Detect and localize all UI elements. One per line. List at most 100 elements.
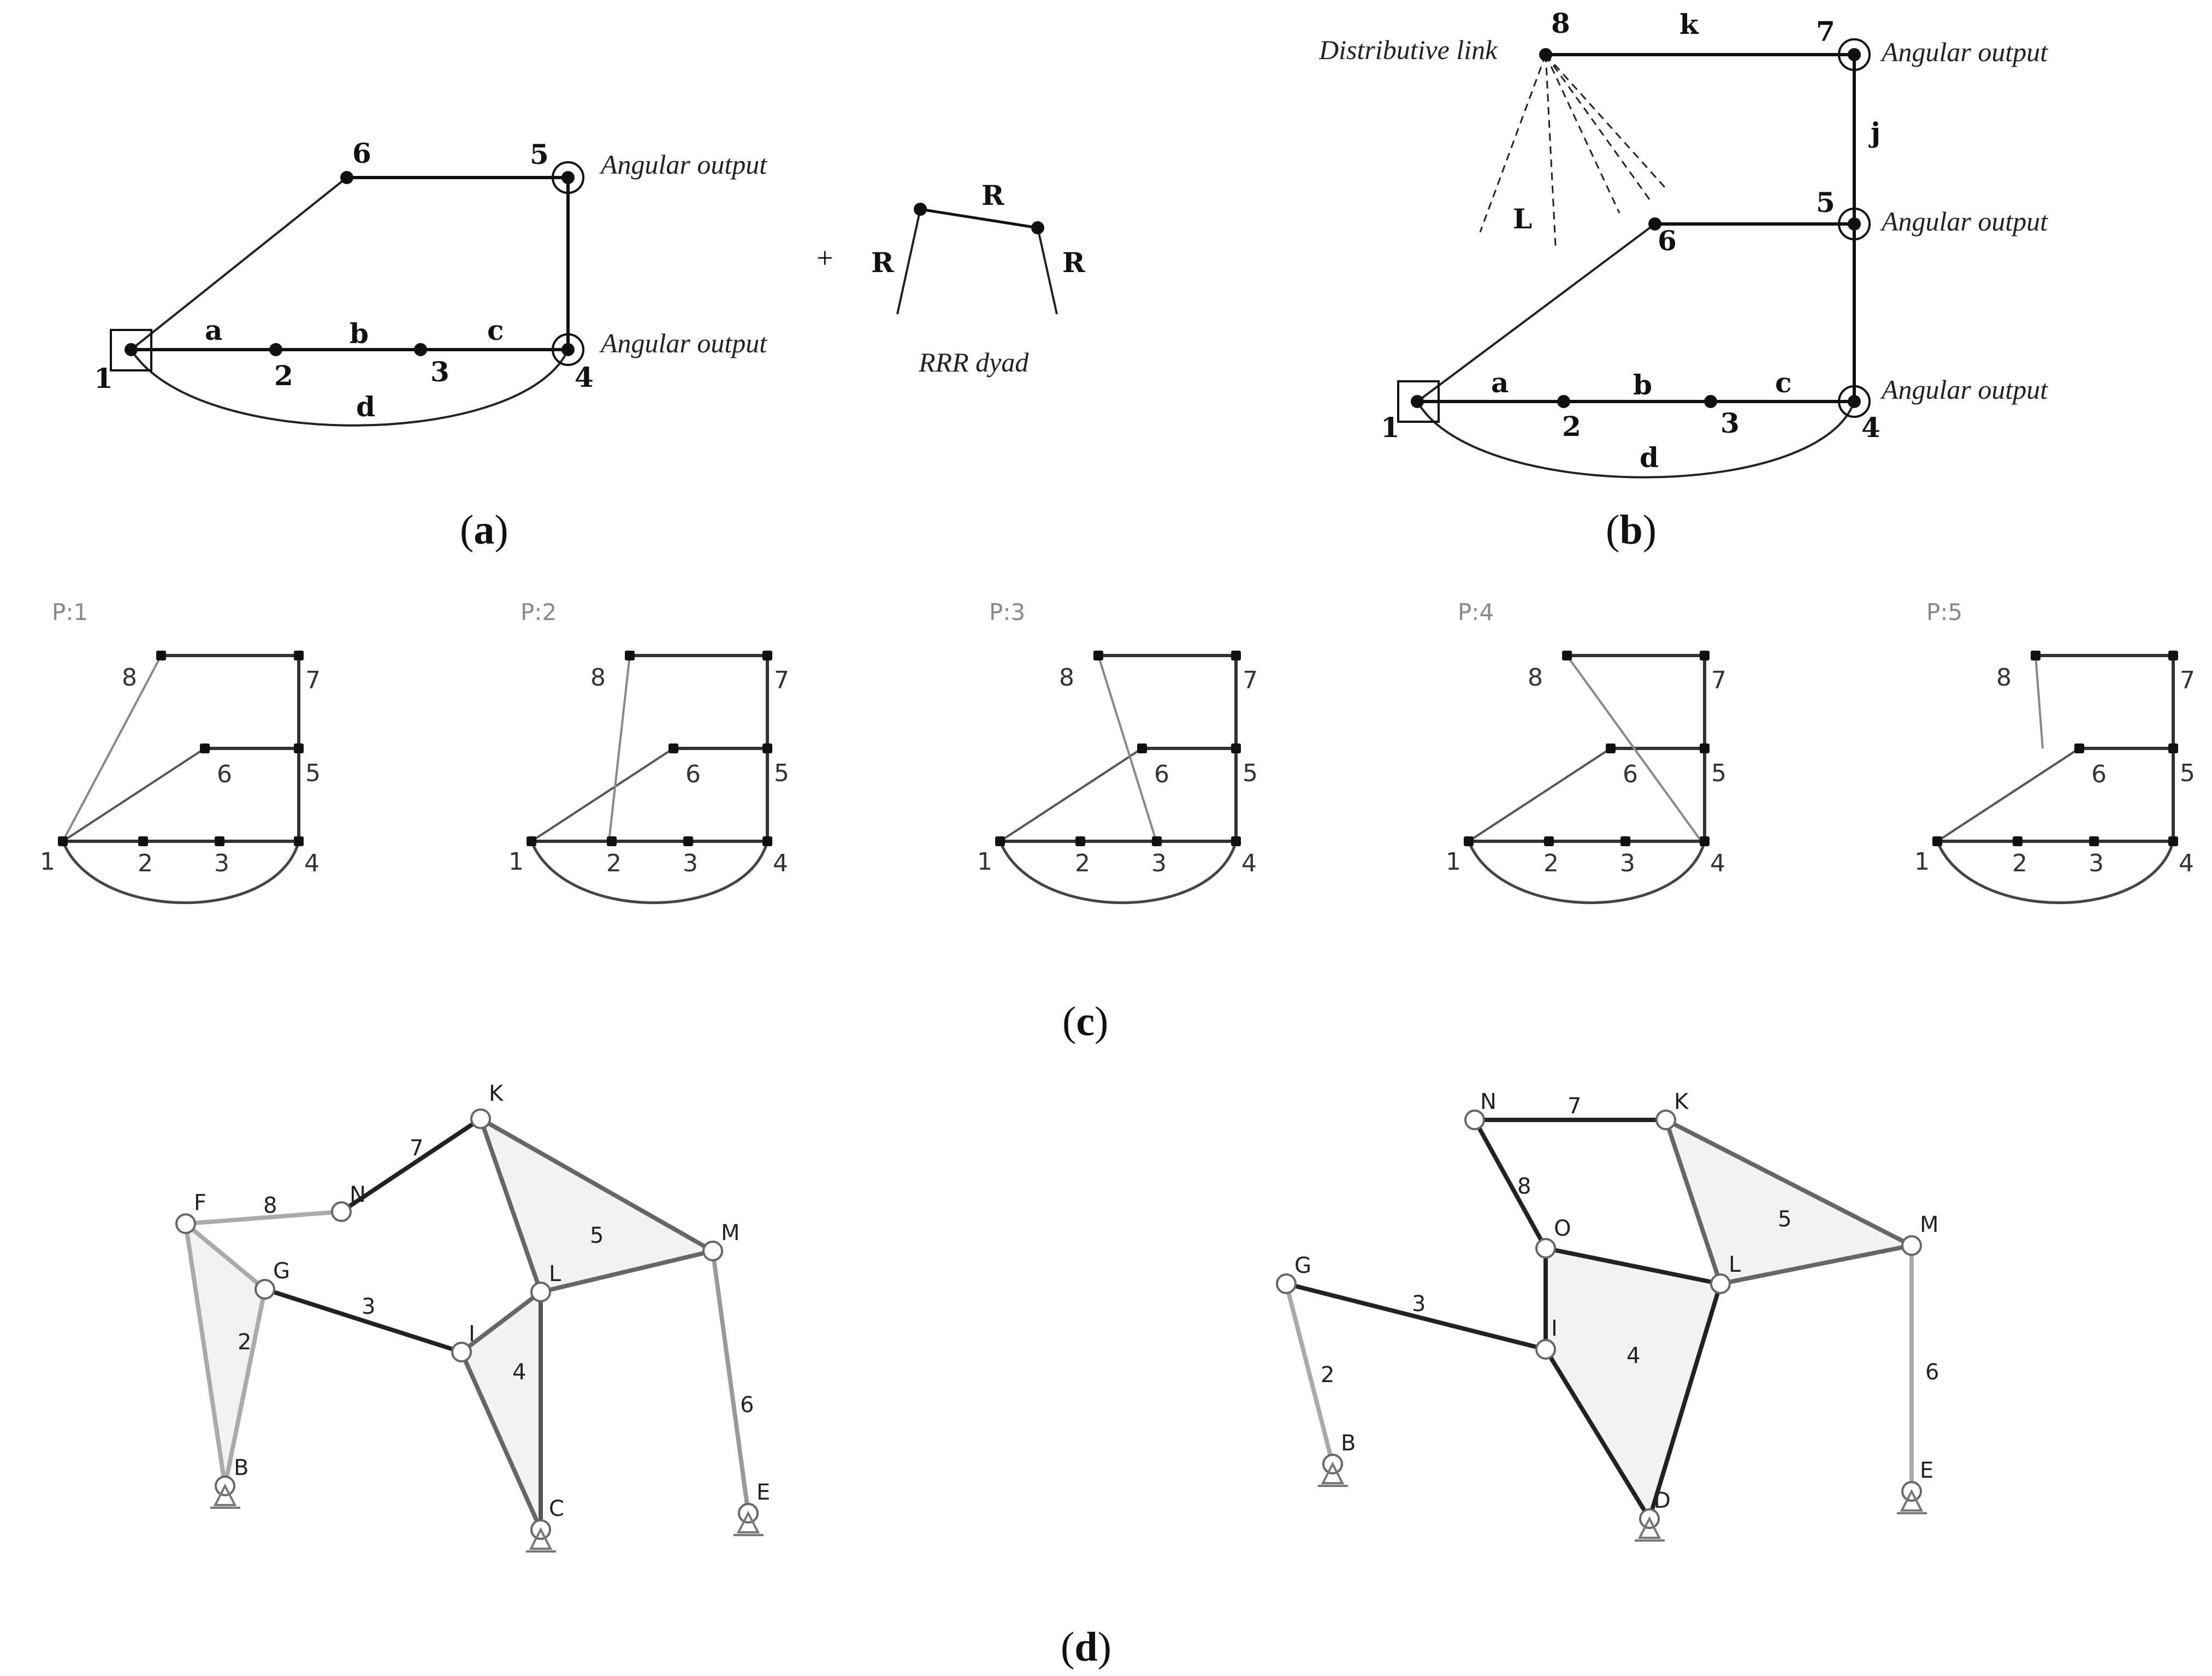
link-label-8: 8 bbox=[263, 1193, 277, 1218]
edge-b-label-b: b bbox=[1633, 369, 1652, 401]
output-ring-4 bbox=[552, 333, 584, 366]
input-frame-square-b bbox=[1397, 380, 1440, 423]
graph-5-node-label: 3 bbox=[2089, 849, 2104, 877]
graph-3-node-label: 2 bbox=[1075, 849, 1090, 877]
output-b-label-4: Angular output bbox=[1880, 374, 2048, 405]
link-2-plate bbox=[182, 1218, 268, 1486]
node-2 bbox=[269, 343, 282, 356]
graph-5-node-label: 1 bbox=[1914, 848, 1930, 876]
joint-G: G bbox=[273, 1259, 290, 1284]
graph-2-node-label: 1 bbox=[508, 848, 524, 876]
panel-label-p1: P:1 bbox=[52, 599, 88, 625]
caption-d: (d) bbox=[1061, 1624, 1111, 1670]
panel-d-right: N K O G M L I B D E 7 8 5 3 4 2 6 bbox=[1276, 1089, 1939, 1542]
node-label-3: 3 bbox=[430, 356, 450, 388]
caption-b: (b) bbox=[1606, 507, 1657, 553]
graph-5-node-label: 5 bbox=[2180, 759, 2195, 787]
panel-d-left: K F N G L M I B C E 7 8 5 3 2 4 6 bbox=[175, 1081, 770, 1553]
joint-r-B: B bbox=[1341, 1431, 1356, 1456]
node-b-label-2: 2 bbox=[1562, 410, 1581, 442]
caption-c: (c) bbox=[1062, 999, 1108, 1044]
joint-C: C bbox=[549, 1496, 564, 1521]
graph-5-node-label: 2 bbox=[2012, 849, 2027, 877]
graph-1-node-label: 2 bbox=[138, 849, 153, 877]
graph-1-node-label: 8 bbox=[122, 664, 137, 692]
edge-label-c: c bbox=[487, 314, 504, 346]
joint-r-O: O bbox=[1554, 1216, 1571, 1241]
node-b-label-1: 1 bbox=[1381, 411, 1400, 444]
node-b-2 bbox=[1557, 395, 1570, 408]
node-b-1 bbox=[1411, 395, 1424, 408]
graph-3-node-label: 4 bbox=[1241, 849, 1257, 877]
node-label-5: 5 bbox=[530, 138, 549, 170]
distributive-dashed-lines bbox=[1479, 54, 1667, 246]
node-6 bbox=[340, 171, 353, 184]
graph-4-node-label: 3 bbox=[1620, 849, 1635, 877]
link-r-label-3: 3 bbox=[1412, 1291, 1426, 1317]
edge-b-label-c: c bbox=[1775, 367, 1791, 399]
distributive-link-label: Distributive link bbox=[1318, 34, 1498, 65]
edge-label-d: d bbox=[356, 391, 375, 423]
panel-b: 1 2 3 4 5 6 7 8 a b c d j k L Distributi… bbox=[1318, 7, 2048, 553]
link-label-3: 3 bbox=[362, 1294, 375, 1319]
panel-label-p4: P:4 bbox=[1458, 599, 1494, 625]
joint-r-D: D bbox=[1654, 1488, 1671, 1513]
graph-4-node-label: 8 bbox=[1528, 664, 1543, 692]
edge-b-label-k: k bbox=[1679, 8, 1699, 40]
edge-b-label-j: j bbox=[1868, 116, 1880, 149]
caption-a: (a) bbox=[460, 507, 508, 553]
joint-L: L bbox=[549, 1261, 561, 1286]
graph-4-node-label: 6 bbox=[1623, 760, 1638, 788]
node-b-label-6: 6 bbox=[1658, 225, 1677, 257]
edge-label-a: a bbox=[205, 314, 222, 346]
joint-r-L: L bbox=[1729, 1252, 1741, 1277]
link-4-plate-r bbox=[1543, 1246, 1724, 1524]
graph-1-node-label: 7 bbox=[305, 666, 321, 694]
panel-label-p5: P:5 bbox=[1926, 599, 1962, 625]
link-r-label-2: 2 bbox=[1321, 1362, 1334, 1388]
joint-M: M bbox=[721, 1220, 740, 1246]
graph-5-node-label: 4 bbox=[2179, 849, 2194, 877]
output-ring-5 bbox=[552, 161, 584, 194]
graph-4-node-label: 7 bbox=[1711, 666, 1726, 694]
output-label-top: Angular output bbox=[599, 149, 767, 180]
panel-a: 1 2 3 4 5 6 a b c d Angular output Angul… bbox=[94, 137, 1085, 553]
dyad-r-left: R bbox=[871, 246, 894, 279]
node-b-label-4: 4 bbox=[1861, 411, 1880, 444]
output-b-label-7: Angular output bbox=[1880, 37, 2048, 67]
edge-b-label-a: a bbox=[1491, 367, 1509, 399]
graph-2-node-label: 7 bbox=[774, 666, 789, 694]
node-1 bbox=[125, 343, 138, 356]
link-r-label-8: 8 bbox=[1517, 1174, 1531, 1199]
output-label-bottom: Angular output bbox=[599, 328, 767, 358]
node-b-label-5: 5 bbox=[1816, 186, 1835, 219]
node-b-label-8: 8 bbox=[1551, 7, 1570, 39]
dyad-r-right: R bbox=[1062, 246, 1085, 279]
output-ring-7 bbox=[1838, 38, 1871, 71]
graph-3-node-label: 8 bbox=[1059, 664, 1074, 692]
node-4 bbox=[561, 343, 575, 356]
graph-2-node-label: 5 bbox=[774, 759, 789, 787]
node-b-5 bbox=[1848, 217, 1861, 231]
joint-r-N: N bbox=[1480, 1089, 1497, 1114]
output-b-label-5: Angular output bbox=[1880, 206, 2048, 237]
node-b-7 bbox=[1848, 48, 1861, 61]
graph-1-node-label: 4 bbox=[304, 849, 320, 877]
link-label-2: 2 bbox=[238, 1330, 251, 1355]
graph-3-node-label: 3 bbox=[1151, 849, 1167, 877]
graph-1-node-label: 6 bbox=[217, 760, 232, 788]
node-b-6 bbox=[1648, 217, 1661, 231]
output-ring-4b bbox=[1838, 385, 1871, 418]
node-b-3 bbox=[1704, 395, 1717, 408]
node-label-2: 2 bbox=[274, 359, 293, 392]
node-label-6: 6 bbox=[352, 137, 371, 169]
link-label-4: 4 bbox=[512, 1360, 526, 1385]
graph-2-node-label: 3 bbox=[683, 849, 698, 877]
link-label-6: 6 bbox=[740, 1392, 754, 1418]
link-label-5: 5 bbox=[590, 1223, 604, 1248]
